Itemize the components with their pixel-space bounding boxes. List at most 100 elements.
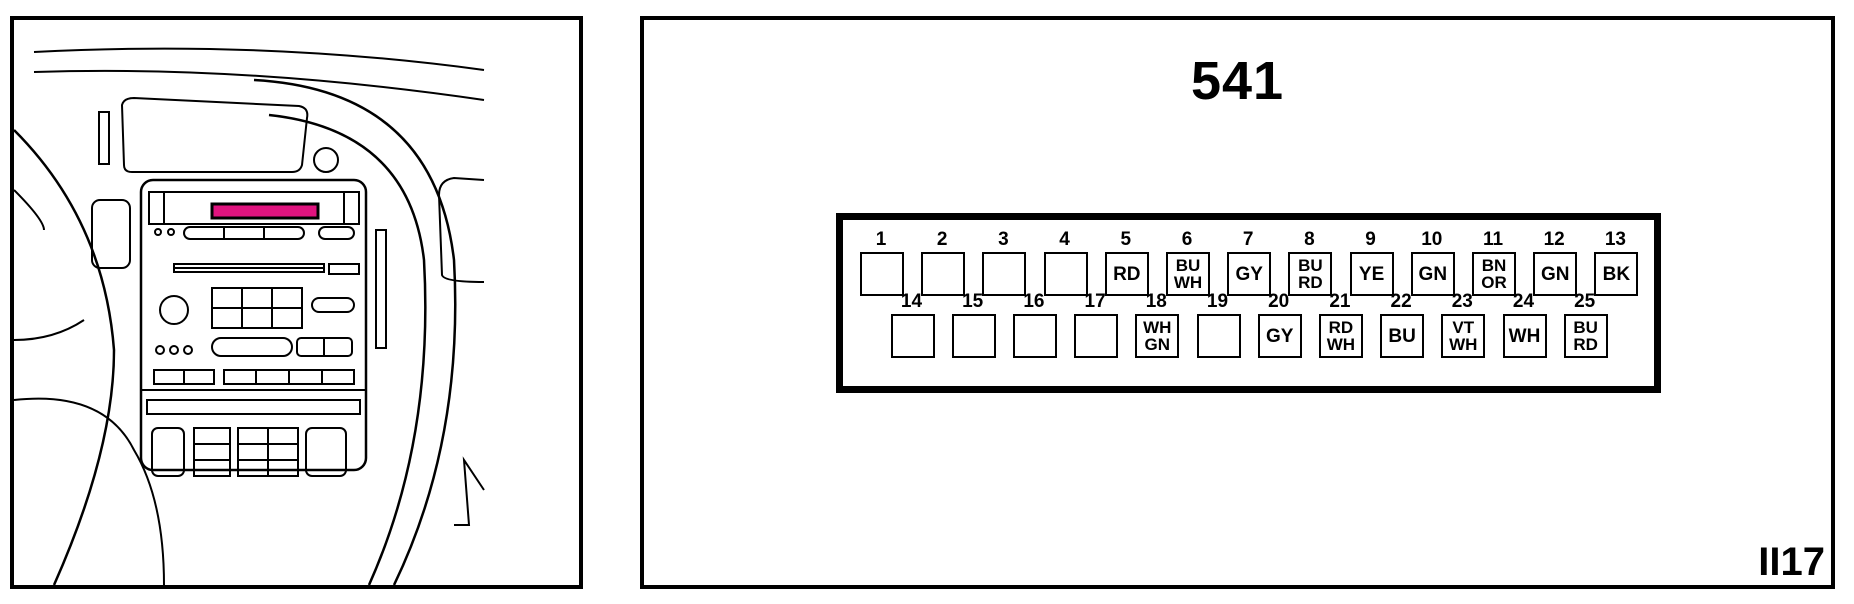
- pin-number: 6: [1181, 229, 1193, 250]
- pin-number: 10: [1421, 229, 1443, 250]
- pin-cavity: GY: [1257, 314, 1302, 358]
- button-dot: [183, 345, 193, 355]
- pin-cavity: [1074, 314, 1119, 358]
- pin-number: 9: [1365, 229, 1376, 250]
- pin-number: 7: [1242, 229, 1254, 250]
- pin-cavity: GN: [1410, 252, 1455, 296]
- pin-cavity: [1012, 314, 1057, 358]
- pin-number: 2: [936, 229, 948, 250]
- steering-spoke: [14, 189, 45, 231]
- wire-color-code: RD: [1298, 273, 1323, 292]
- radio-button-row: [183, 226, 305, 240]
- wire-color-code: WH: [1449, 335, 1478, 354]
- pin-number: 3: [998, 229, 1009, 250]
- control-button: [211, 337, 293, 357]
- pin-number: 13: [1604, 229, 1626, 250]
- pin-cavity: BU: [1380, 314, 1425, 358]
- right-vent-outline: [437, 176, 485, 283]
- wire-color-code: RD: [1328, 318, 1354, 337]
- pin-cavity: [921, 252, 966, 296]
- wire-color-code: RD: [1113, 263, 1141, 285]
- wire-color-code: YE: [1358, 263, 1385, 285]
- radio-faceplate: [148, 191, 360, 225]
- pin-cavity: [860, 252, 904, 296]
- pin-number: 1: [875, 229, 887, 250]
- pin-cavity: WH: [1502, 314, 1547, 358]
- round-knob-top: [313, 147, 339, 173]
- dash-top-arc-inner: [33, 69, 485, 101]
- center-stack: [139, 178, 368, 472]
- steering-wheel-rim: [14, 129, 116, 585]
- wire-color-code: GN: [1418, 263, 1448, 285]
- wire-color-code: GY: [1265, 325, 1294, 347]
- pin-number: 11: [1482, 229, 1504, 250]
- pin-cavity: [951, 314, 996, 358]
- climate-bar: [146, 399, 361, 415]
- pin-number: 18: [1145, 291, 1167, 312]
- pin-cavity: RD: [1104, 252, 1149, 296]
- pillar-arc-inner: [268, 113, 427, 585]
- pillar-arc: [253, 78, 457, 585]
- pin-number: 19: [1206, 291, 1229, 312]
- pin-number: 22: [1390, 291, 1412, 312]
- wire-color-code: BU: [1298, 256, 1323, 275]
- wire-color-code: WH: [1173, 273, 1203, 292]
- pin-cavity: GN: [1533, 252, 1578, 296]
- pin-cavity: [982, 252, 1027, 296]
- volume-knob: [159, 295, 189, 325]
- pin-cavity: GY: [1227, 252, 1272, 296]
- radio-button-eject: [318, 226, 355, 240]
- dashboard-illustration: [14, 47, 485, 585]
- steering-spoke-lower: [14, 319, 85, 341]
- connector-number-title: 541: [1190, 51, 1285, 111]
- pin-number: 15: [962, 291, 984, 312]
- wire-color-code: BU: [1388, 325, 1416, 347]
- pin-number: 24: [1512, 291, 1535, 312]
- wire-color-code: RD: [1573, 335, 1598, 354]
- right-lower-detail: [454, 456, 485, 526]
- wire-color-code: WH: [1143, 318, 1172, 337]
- cd-slot-frame: [173, 263, 325, 273]
- stalk-control: [91, 199, 131, 269]
- pin-number: 16: [1023, 291, 1045, 312]
- pin-number: 5: [1120, 229, 1132, 250]
- wire-color-code: BN: [1481, 256, 1507, 275]
- figure-code: II17: [1758, 540, 1825, 584]
- pin-cavity: YE: [1349, 252, 1394, 296]
- pin-cavity: [1043, 252, 1088, 296]
- climate-button-left: [151, 427, 185, 477]
- climate-button-group: [193, 427, 231, 477]
- pin-number: 17: [1084, 291, 1106, 312]
- dash-top-arc: [33, 47, 485, 71]
- vent-slot-left: [98, 111, 110, 165]
- pin-number: 21: [1329, 291, 1351, 312]
- pin-cavity: [1196, 314, 1241, 358]
- pin-number: 4: [1059, 229, 1070, 250]
- climate-button-right: [305, 427, 347, 477]
- radio-connector-highlight: [210, 202, 320, 220]
- mode-button: [311, 297, 355, 313]
- pin-number: 12: [1543, 229, 1565, 250]
- wire-color-code: GY: [1235, 263, 1263, 285]
- wire-color-code: BK: [1602, 263, 1631, 285]
- button-dot: [167, 228, 175, 236]
- pin-number: 23: [1451, 291, 1473, 312]
- wire-color-code: GN: [1144, 335, 1171, 354]
- wire-color-code: VT: [1452, 318, 1475, 337]
- wire-color-code: WH: [1508, 325, 1541, 347]
- button-dot: [169, 345, 179, 355]
- pin-cavity: [890, 314, 935, 358]
- button-dot: [154, 228, 162, 236]
- button-dot: [155, 345, 165, 355]
- wire-color-code: OR: [1481, 273, 1507, 292]
- wire-color-code: BU: [1573, 318, 1598, 337]
- wire-color-code: BU: [1175, 256, 1201, 275]
